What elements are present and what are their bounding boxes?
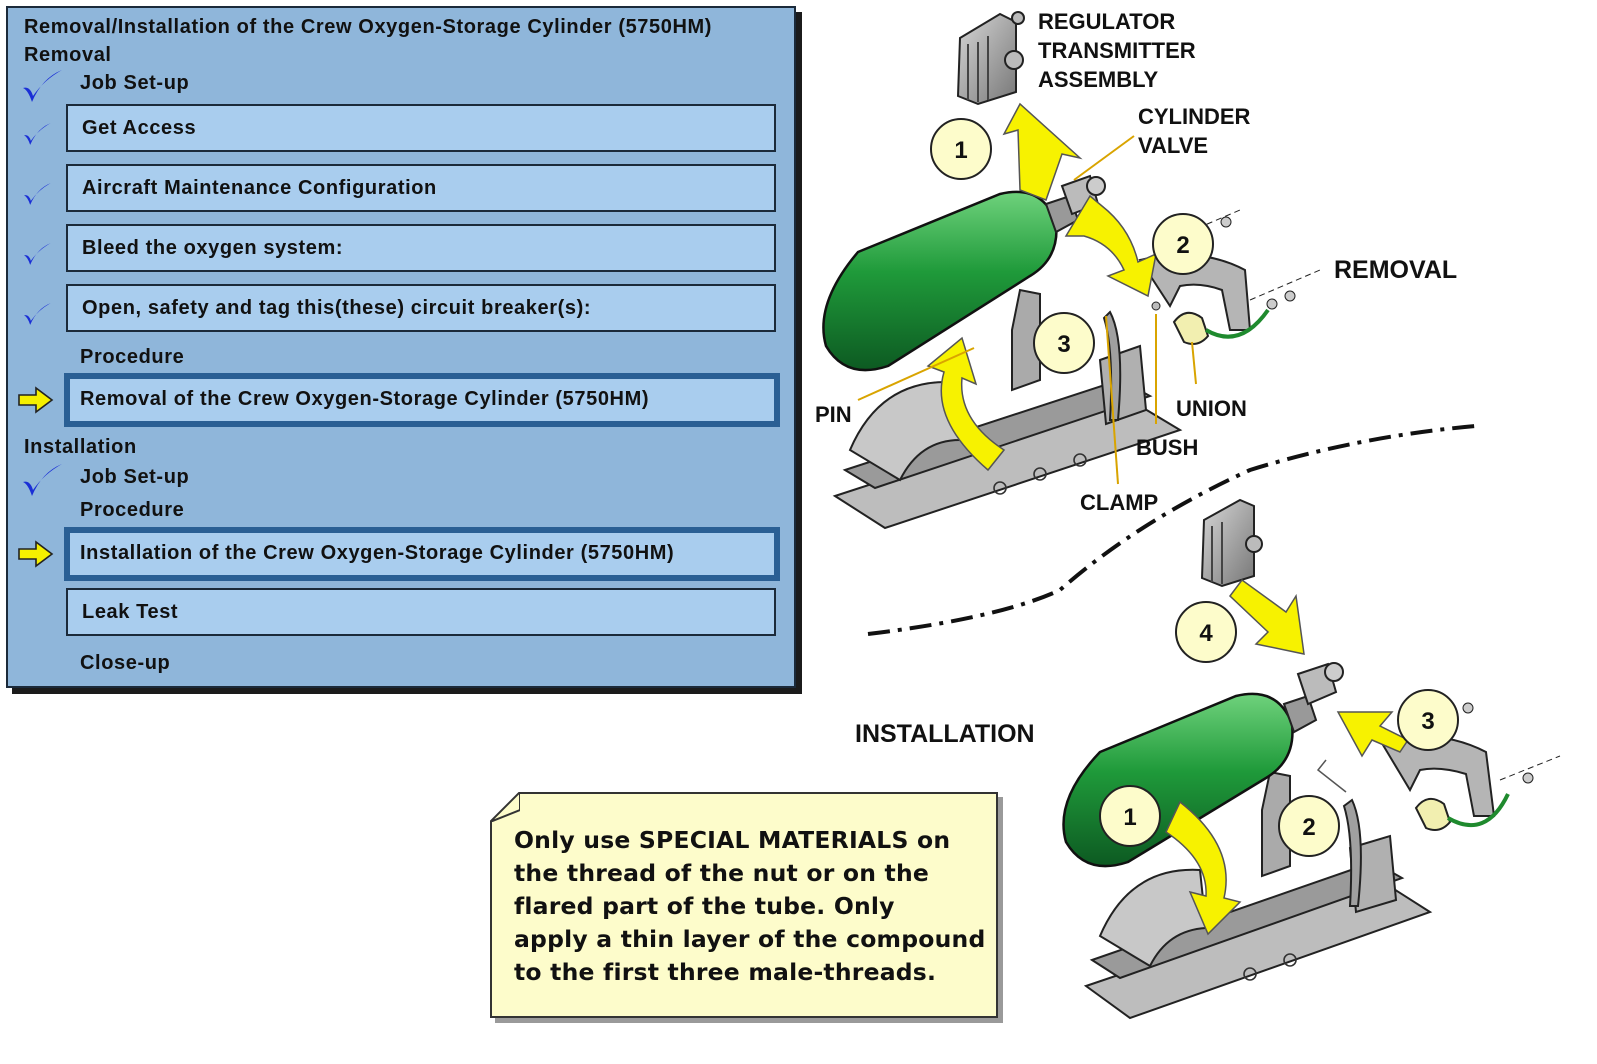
bleed-oxygen-label: Bleed the oxygen system: [82, 237, 344, 259]
note-corner-icon [490, 792, 520, 822]
installation-step-number-4: 4 [1199, 620, 1213, 647]
regulator-transmitter-icon [956, 11, 1025, 106]
circuit-breakers-item[interactable]: Open, safety and tag this(these) circuit… [66, 284, 776, 332]
note-line-2: the thread of the nut or on the [514, 859, 930, 887]
cylinder-valve-label-line2: VALVE [1138, 133, 1208, 158]
installation-job-setup[interactable]: Job Set-up [80, 466, 190, 488]
check-icon [24, 303, 51, 325]
note-line-5: to the first three male-threads. [514, 958, 937, 986]
removal-cradle [832, 288, 1183, 530]
installation-step-circle-3 [1397, 689, 1459, 751]
installation-heading: Installation [24, 436, 137, 458]
special-materials-note: Only use SPECIAL MATERIALS on the thread… [490, 792, 998, 1018]
installation-step-circle-2 [1278, 795, 1340, 857]
section-separator [867, 424, 1477, 636]
installation-step-circle-1 [1099, 785, 1161, 847]
panel-title: Removal/Installation of the Crew Oxygen-… [24, 16, 713, 38]
clamp-label: CLAMP [1080, 490, 1158, 515]
removal-job-setup[interactable]: Job Set-up [80, 72, 190, 94]
check-icon [24, 183, 51, 205]
note-line-4: apply a thin layer of the compound [514, 925, 986, 953]
note-text: Only use SPECIAL MATERIALS on the thread… [514, 824, 989, 989]
installation-task-label: Installation of the Crew Oxygen-Storage … [80, 542, 675, 564]
step-arrow-1b-icon [1165, 800, 1242, 936]
removal-step-number-1: 1 [954, 137, 967, 164]
step-arrow-3-icon [926, 336, 1006, 472]
note-line-3: flared part of the tube. Only [514, 892, 895, 920]
check-icon [23, 70, 62, 102]
cylinder-diagram: 1 2 3 REGULATOR TRANSMITTER ASSEMBLY CYL… [815, 9, 1561, 1020]
current-step-arrow-icon [18, 386, 54, 414]
installation-step-number-1: 1 [1123, 804, 1136, 831]
note-line-1: Only use SPECIAL MATERIALS on [514, 826, 951, 854]
current-step-arrow-icon [18, 540, 54, 568]
pin-label: PIN [815, 402, 852, 427]
check-icon [24, 243, 51, 265]
installation-task-item[interactable]: Installation of the Crew Oxygen-Storage … [64, 527, 780, 581]
leak-test-label: Leak Test [82, 601, 179, 623]
leak-test-item[interactable]: Leak Test [66, 588, 776, 636]
installation-step-number-3: 3 [1421, 708, 1434, 735]
aircraft-config-label: Aircraft Maintenance Configuration [82, 177, 437, 199]
installation-step-number-2: 2 [1302, 814, 1315, 841]
union-label: UNION [1176, 396, 1247, 421]
installation-procedure[interactable]: Procedure [80, 499, 185, 521]
regulator-label-line3: ASSEMBLY [1038, 67, 1159, 92]
get-access-label: Get Access [82, 117, 197, 139]
removal-step-circle-2 [1152, 213, 1214, 275]
step-arrow-1-icon [1002, 102, 1083, 201]
step-arrow-4-icon [1228, 578, 1305, 655]
bush-label: BUSH [1136, 435, 1198, 460]
circuit-breakers-label: Open, safety and tag this(these) circuit… [82, 297, 592, 319]
removal-assembly: 1 2 3 REGULATOR TRANSMITTER ASSEMBLY CYL… [815, 9, 1457, 530]
installation-label: INSTALLATION [855, 720, 1035, 748]
close-up-item[interactable]: Close-up [80, 652, 171, 674]
removal-heading: Removal [24, 44, 112, 66]
removal-cylinder-icon [822, 174, 1106, 372]
removal-step-circle-1 [930, 118, 992, 180]
get-access-item[interactable]: Get Access [66, 104, 776, 152]
removal-step-circle-3 [1033, 312, 1095, 374]
check-icon [23, 464, 62, 496]
removal-procedure[interactable]: Procedure [80, 346, 185, 368]
bleed-oxygen-item[interactable]: Bleed the oxygen system: [66, 224, 776, 272]
installation-step-circle-4 [1175, 601, 1237, 663]
removal-task-label: Removal of the Crew Oxygen-Storage Cylin… [80, 388, 650, 410]
removal-step-number-2: 2 [1176, 232, 1189, 259]
installation-regulator-icon [1200, 498, 1263, 588]
installation-assembly: 4 3 1 2 [1062, 498, 1561, 1020]
check-icon [24, 123, 51, 145]
aircraft-config-item[interactable]: Aircraft Maintenance Configuration [66, 164, 776, 212]
task-panel: Removal/Installation of the Crew Oxygen-… [6, 6, 796, 688]
union-icon [1151, 301, 1270, 345]
removal-task-item[interactable]: Removal of the Crew Oxygen-Storage Cylin… [64, 373, 780, 427]
removal-label: REMOVAL [1334, 256, 1457, 284]
removal-step-number-3: 3 [1057, 331, 1070, 358]
regulator-label-line2: TRANSMITTER [1038, 38, 1196, 63]
regulator-label-line1: REGULATOR [1038, 9, 1175, 34]
cylinder-valve-label-line1: CYLINDER [1138, 104, 1251, 129]
